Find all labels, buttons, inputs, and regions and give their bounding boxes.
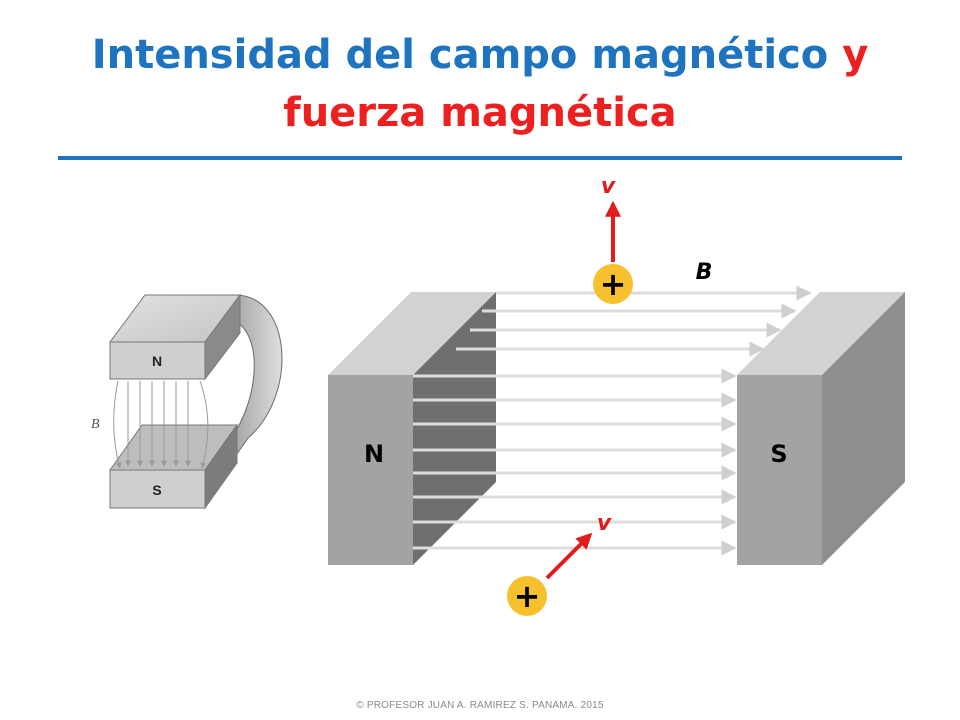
charge-sign-bottom: + (514, 577, 541, 615)
page-title: Intensidad del campo magnético y fuerza … (0, 26, 960, 142)
title-underline (58, 156, 902, 160)
copyright-footer: © PROFESOR JUAN A. RAMIREZ S. PANAMA. 20… (356, 700, 604, 711)
field-lines (413, 285, 812, 556)
title-second-line: fuerza magnética (283, 90, 677, 136)
charge-sign-top: + (600, 265, 627, 303)
north-top-face (328, 292, 496, 375)
south-pole-block (737, 292, 905, 565)
horseshoe-north-label: N (152, 353, 162, 369)
south-front-face (737, 375, 822, 565)
positive-charge-bottom (507, 576, 547, 616)
horseshoe-south-label: S (152, 482, 161, 498)
north-front-face (328, 375, 413, 565)
velocity-label-bottom: v (597, 511, 612, 536)
horseshoe-field-lines (113, 380, 209, 469)
title-blue-part: Intensidad del campo magnético (91, 32, 829, 78)
south-top-face (737, 292, 905, 375)
horseshoe-field-label: B (91, 417, 100, 432)
north-pole-label: N (364, 440, 384, 468)
velocity-label-top: v (601, 174, 616, 199)
horseshoe-south-face (109, 469, 206, 509)
positive-charge-top (593, 264, 633, 304)
south-pole-label: S (770, 440, 787, 468)
charge-top: v + (593, 174, 633, 304)
velocity-arrow-bottom (545, 532, 593, 580)
horseshoe-magnet: N S B (91, 293, 283, 510)
north-pole-block (328, 292, 496, 565)
field-B-label: B (696, 260, 713, 285)
title-connector: y (842, 32, 869, 78)
south-side-face (822, 292, 905, 565)
charge-bottom: v + (507, 511, 612, 616)
horseshoe-north-face (109, 341, 206, 380)
